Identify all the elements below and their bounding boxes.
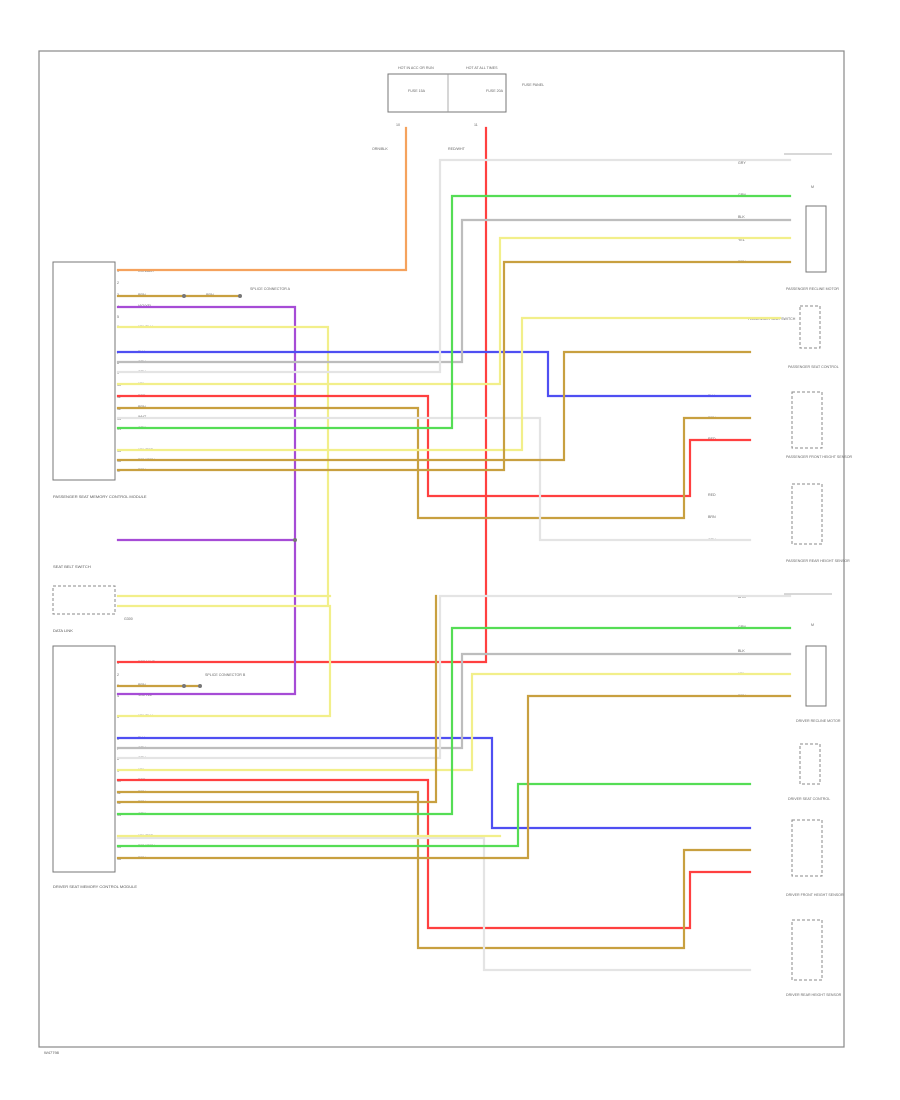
wire-yellow-drv xyxy=(116,672,792,772)
driver-seat-ctrl: DRIVER SEAT CONTROL xyxy=(788,743,830,801)
passenger-wire-labels: ORN/BLK BRN BRN VIO/YEL YEL/BLU BLU GRY … xyxy=(138,269,291,472)
pass-rear-sensor: PASSENGER REAR HEIGHT SENSOR xyxy=(786,483,850,563)
pass-rear-sensor-label: PASSENGER REAR HEIGHT SENSOR xyxy=(786,559,850,563)
passenger-module: PASSENGER SEAT MEMORY CONTROL MODULE xyxy=(52,261,147,499)
wire-green-drv-2 xyxy=(116,782,752,848)
pass-recline-motor: M PASSENGER RECLINE MOTOR xyxy=(784,153,839,291)
driver-rear-sensor-label: DRIVER REAR HEIGHT SENSOR xyxy=(786,993,842,997)
passenger-module-label: PASSENGER SEAT MEMORY CONTROL MODULE xyxy=(53,494,147,499)
sensor-pin-label: BRN xyxy=(708,515,716,519)
driver-front-sensor: DRIVER FRONT HEIGHT SENSOR xyxy=(786,819,844,897)
wire-green-drv xyxy=(116,626,792,816)
fuse-pin-b: 11 xyxy=(474,123,478,127)
pass-front-sensor: PASSENGER FRONT HEIGHT SENSOR xyxy=(786,391,853,459)
motor-symbol-2: M xyxy=(811,623,814,627)
wire-blue-pass xyxy=(116,350,752,398)
data-link-label: DATA LINK xyxy=(53,628,73,633)
wire-yellow-drv-belt xyxy=(116,604,332,718)
wire-label: BLK xyxy=(738,649,745,653)
driver-module-label: DRIVER SEAT MEMORY CONTROL MODULE xyxy=(53,884,137,889)
fuse-panel-title: FUSE PANEL xyxy=(522,83,544,87)
driver-recline-motor: M DRIVER RECLINE MOTOR xyxy=(784,593,841,723)
hot-a-label: HOT IN ACC OR RUN xyxy=(398,66,434,70)
wire-brown-pass-3 xyxy=(116,350,752,462)
seat-belt-switch: SEAT BELT SWITCH G300 xyxy=(52,564,133,621)
wire-yellow-pass-belt xyxy=(116,325,330,608)
pass-seat-ctrl-label: PASSENGER SEAT CONTROL xyxy=(788,365,839,369)
wire-brown-pass-2 xyxy=(116,406,752,520)
wire-label: BLK xyxy=(738,215,745,219)
fuse-wire-red: RED/WHT xyxy=(448,147,466,151)
connector-dots xyxy=(182,294,297,688)
junction-a-label: SPLICE CONNECTOR A xyxy=(250,287,291,291)
driver-module: DATA LINK DRIVER SEAT MEMORY CONTROL MOD… xyxy=(52,628,137,889)
diagram-code: W47798 xyxy=(44,1050,60,1055)
pin-number: 5 xyxy=(117,315,119,319)
wire-brown-drv-4 xyxy=(116,694,792,860)
wire-brown-drv-3 xyxy=(116,594,438,804)
wire-green-pass xyxy=(116,194,792,430)
wire-orange-power xyxy=(116,126,408,272)
wire-label: YEL xyxy=(738,238,745,242)
pin-number: 4 xyxy=(117,694,119,698)
driver-wire-labels: RED/WHT BRN VIO/YEL YEL/BLU BLU GRY GRY … xyxy=(138,660,246,860)
driver-pins: 1 2 3 4 5 6 7 8 9 10 11 12 13 14 15 16 xyxy=(117,661,121,861)
driver-front-sensor-label: DRIVER FRONT HEIGHT SENSOR xyxy=(786,893,844,897)
wire-red-power xyxy=(116,126,488,664)
pass-front-sensor-label: PASSENGER FRONT HEIGHT SENSOR xyxy=(786,455,853,459)
fuse-wire-orn: ORN/BLK xyxy=(372,147,388,151)
wire-label: GRY xyxy=(738,161,746,165)
wire-yellow-pass xyxy=(116,236,792,386)
pin-number: 2 xyxy=(117,281,119,285)
pass-recline-motor-label: PASSENGER RECLINE MOTOR xyxy=(786,287,839,291)
driver-rear-sensor: DRIVER REAR HEIGHT SENSOR xyxy=(786,919,842,997)
motor-symbol: M xyxy=(811,185,814,189)
wire-yellow-pass-2 xyxy=(116,316,782,452)
wire-purple-link-drv xyxy=(116,538,297,696)
wire-gray-drv-1 xyxy=(116,652,792,750)
wire-red-pass xyxy=(116,394,752,498)
fuse-pin-a: 10 xyxy=(396,123,400,127)
right-wire-labels: GRY GRN BLK YEL BRN BRN GRN BLK YEL BRN … xyxy=(708,161,746,698)
fuse-a-label: FUSE 15A xyxy=(408,89,426,93)
hot-b-label: HOT AT ALL TIMES xyxy=(466,66,498,70)
diagram-frame xyxy=(38,50,845,1048)
ground-label: G300 xyxy=(124,617,133,621)
wire-blue-drv xyxy=(116,736,752,830)
wire-white-pass-2 xyxy=(116,416,752,542)
wire-gray-pass-1 xyxy=(116,218,792,364)
driver-recline-motor-label: DRIVER RECLINE MOTOR xyxy=(796,719,841,723)
junction-b-label: SPLICE CONNECTOR B xyxy=(205,673,246,677)
fuse-b-label: FUSE 20A xyxy=(486,89,504,93)
pass-seat-ctrl: PASSENGER SEAT SWITCH PASSENGER SEAT CON… xyxy=(748,305,839,369)
wire-brown-pass-4 xyxy=(116,260,792,472)
pin-number: 2 xyxy=(117,673,119,677)
seat-belt-switch-label: SEAT BELT SWITCH xyxy=(53,564,91,569)
sensor-pin-label: RED xyxy=(708,493,716,497)
wire-purple-link xyxy=(116,305,297,542)
wire-red-drv xyxy=(116,778,752,930)
wire-white-drv-2 xyxy=(116,836,752,972)
wire-white-drv xyxy=(116,594,792,760)
driver-seat-ctrl-label: DRIVER SEAT CONTROL xyxy=(788,797,830,801)
fuse-panel: HOT IN ACC OR RUN HOT AT ALL TIMES FUSE … xyxy=(372,66,544,151)
wire-brown-drv-2 xyxy=(116,790,752,950)
wires xyxy=(116,126,792,972)
wire-white-pass xyxy=(116,158,792,374)
